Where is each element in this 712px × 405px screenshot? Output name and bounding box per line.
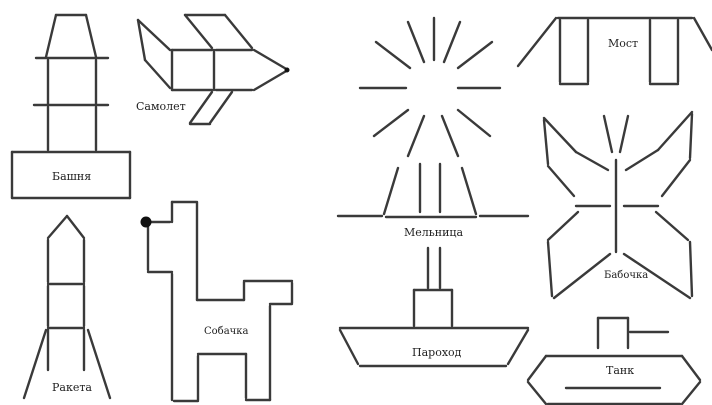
match-head-icon — [140, 216, 152, 228]
match-head-icon — [284, 67, 290, 73]
rocket-figure — [22, 214, 112, 400]
bridge-label: Мост — [608, 37, 638, 50]
windmill-label: Мельница — [404, 226, 463, 239]
steamboat-label: Пароход — [412, 346, 462, 359]
bridge-figure — [516, 16, 712, 86]
tower-label: Башня — [52, 170, 91, 183]
tank-figure — [526, 316, 702, 405]
dog-label: Собачка — [204, 326, 249, 337]
butterfly-label: Бабочка — [604, 270, 648, 281]
steamboat-figure — [338, 246, 530, 368]
rocket-label: Ракета — [52, 381, 92, 394]
tower-figure — [10, 13, 132, 200]
dog-figure — [144, 200, 294, 403]
tank-label: Танк — [606, 364, 634, 377]
windmill-figure — [336, 16, 530, 219]
butterfly-figure — [542, 110, 694, 300]
airplane-label: Самолет — [136, 100, 186, 113]
airplane-figure — [136, 13, 290, 126]
